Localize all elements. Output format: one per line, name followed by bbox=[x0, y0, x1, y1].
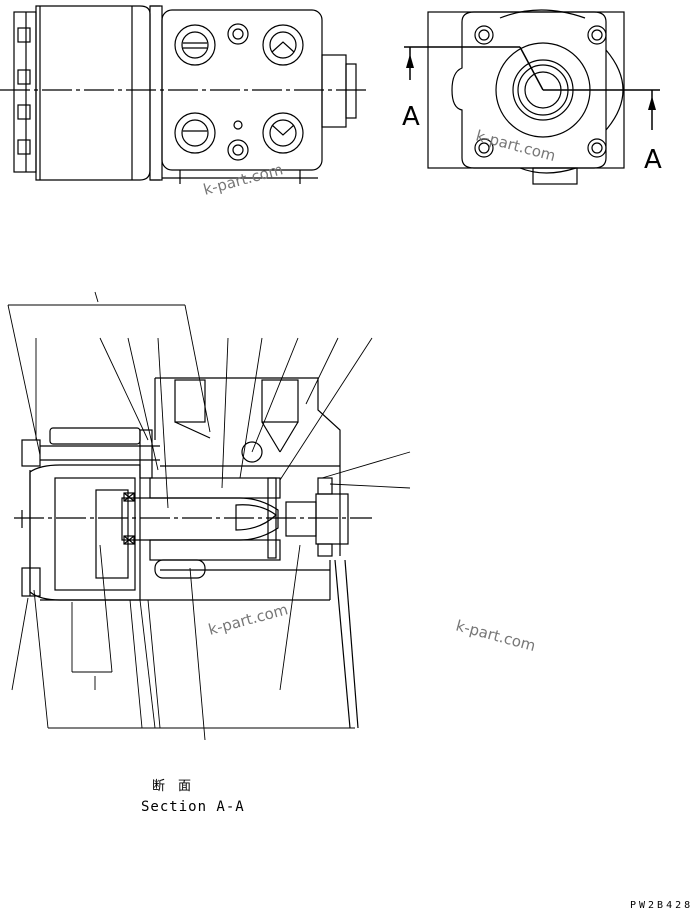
section-caption-jp: 断 面 bbox=[152, 779, 191, 794]
section-marker-right: A bbox=[644, 145, 662, 175]
section-marker-left: A bbox=[402, 102, 420, 132]
section-caption-en: Section A-A bbox=[141, 799, 245, 815]
drawing-code: PW2B428 bbox=[630, 900, 693, 910]
end-view bbox=[404, 9, 660, 185]
watermark-4: k-part.com bbox=[454, 616, 538, 655]
watermark-3: k-part.com bbox=[206, 600, 290, 639]
watermark-2: k-part.com bbox=[474, 126, 558, 165]
watermark-1: k-part.com bbox=[201, 160, 285, 199]
side-view bbox=[0, 5, 370, 184]
leader-lines bbox=[7, 291, 411, 741]
section-view bbox=[14, 377, 372, 729]
